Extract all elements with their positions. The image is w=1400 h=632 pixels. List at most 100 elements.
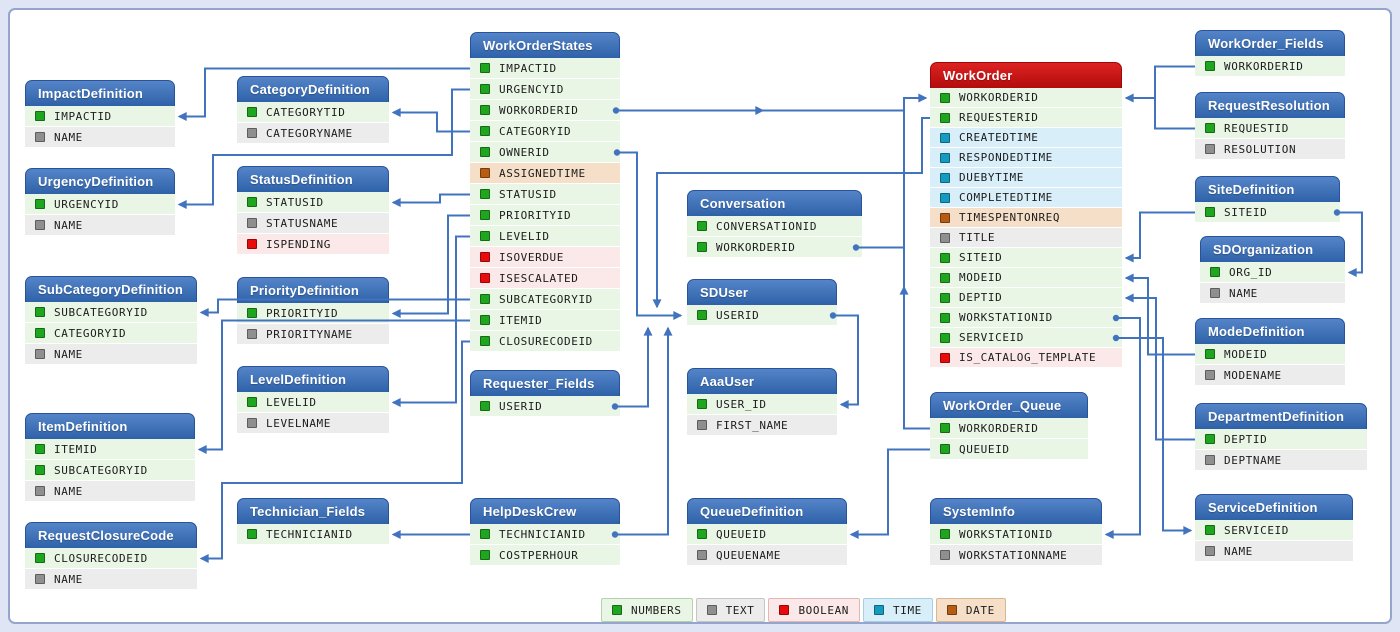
column-name: ITEMID [54,442,98,456]
time-type-icon [940,192,950,203]
text-type-icon [247,128,257,138]
number-type-icon [480,550,490,560]
legend-label: TEXT [725,603,755,617]
boolean-legend-swatch [779,605,790,615]
column-row-workorderstates-statusid: STATUSID [470,184,620,205]
column-name: MODENAME [1224,368,1282,382]
column-name: CREATEDTIME [959,131,1039,144]
column-name: SERVICEID [1224,523,1290,537]
column-name: SERVICEID [959,331,1025,344]
column-row-workorderstates-categoryid: CATEGORYID [470,121,620,142]
number-type-icon [940,92,950,103]
table-header-sitedefinition: SiteDefinition [1195,176,1340,202]
column-name: RESOLUTION [1224,142,1297,156]
column-name: URGENCYID [499,82,565,96]
column-name: NAME [54,484,83,498]
column-name: REQUESTID [1224,121,1290,135]
table-header-requestclosurecode: RequestClosureCode [25,522,197,548]
column-name: NAME [54,347,83,361]
column-name: TECHNICIANID [499,527,586,541]
column-name: PRIORITYNAME [266,327,353,341]
column-row-prioritydefinition-priorityid: PRIORITYID [237,303,389,324]
column-row-statusdefinition-ispending: ISPENDING [237,234,389,255]
text-legend-swatch [706,605,717,615]
column-name: OWNERID [499,145,550,159]
column-name: WORKSTATIONID [959,311,1053,324]
column-row-workorderstates-workorderid: WORKORDERID [470,100,620,121]
table-header-workorder: WorkOrder [930,62,1122,88]
column-name: CATEGORYTID [266,105,346,119]
column-name: WORKORDERID [499,103,579,117]
column-row-workorder-serviceid: SERVICEID [930,328,1122,348]
column-row-aaauser-first-name: FIRST_NAME [687,415,837,436]
number-type-icon [247,107,257,117]
column-name: TECHNICIANID [266,527,353,541]
text-type-icon [1210,288,1220,298]
number-type-icon [1205,434,1215,444]
number-type-icon [1205,525,1215,535]
table-header-itemdefinition: ItemDefinition [25,413,195,439]
column-name: CATEGORYID [54,326,127,340]
table-header-servicedefinition: ServiceDefinition [1195,494,1353,520]
number-type-icon [480,315,490,325]
table-header-sduser: SDUser [687,279,837,305]
column-name: ISESCALATED [499,271,579,285]
boolean-type-icon [480,273,490,283]
column-row-systeminfo-workstationid: WORKSTATIONID [930,524,1102,545]
column-row-servicedefinition-serviceid: SERVICEID [1195,520,1353,541]
table-header-urgencydefinition: UrgencyDefinition [25,168,175,194]
date-legend-swatch [946,605,957,615]
column-name: COSTPERHOUR [499,548,579,562]
column-row-modedefinition-modename: MODENAME [1195,365,1345,386]
column-name: CLOSURECODEID [499,334,593,348]
text-type-icon [247,218,257,228]
legend-label: NUMBERS [631,603,682,617]
column-name: DUEBYTIME [959,171,1025,184]
column-row-sdorganization-name: NAME [1200,283,1345,304]
column-name: TITLE [959,231,996,244]
legend-label: BOOLEAN [798,603,850,617]
column-name: QUEUEID [716,527,767,541]
table-header-statusdefinition: StatusDefinition [237,166,389,192]
number-type-icon [480,231,490,241]
number-type-icon [247,197,257,207]
number-type-icon [35,199,45,209]
column-name: LEVELID [266,395,317,409]
number-type-icon [247,308,257,318]
column-name: NAME [1229,286,1258,300]
column-row-workorder-deptid: DEPTID [930,288,1122,308]
column-row-aaauser-user-id: USER_ID [687,394,837,415]
number-type-icon [480,336,490,346]
column-row-workorder-modeid: MODEID [930,268,1122,288]
table-header-aaauser: AaaUser [687,368,837,394]
column-name: TIMESPENTONREQ [959,211,1061,224]
legend-label: DATE [965,603,995,617]
boolean-type-icon [480,252,490,262]
table-header-conversation: Conversation [687,190,862,216]
column-row-subcategorydefinition-categoryid: CATEGORYID [25,323,197,344]
number-type-icon [35,553,45,563]
column-row-servicedefinition-name: NAME [1195,541,1353,562]
text-type-icon [1205,455,1215,465]
number-type-icon [480,294,490,304]
column-name: USERID [716,308,760,322]
text-type-icon [940,232,950,243]
number-type-icon [940,444,950,454]
column-row-workorder-respondedtime: RESPONDEDTIME [930,148,1122,168]
text-type-icon [35,486,45,496]
column-name: DEPTID [959,291,1003,304]
column-name: MODEID [959,271,1003,284]
column-name: DEPTNAME [1224,453,1282,467]
column-name: SUBCATEGORYID [54,305,148,319]
column-row-statusdefinition-statusname: STATUSNAME [237,213,389,234]
time-type-icon [940,152,950,163]
column-row-workorderstates-priorityid: PRIORITYID [470,205,620,226]
